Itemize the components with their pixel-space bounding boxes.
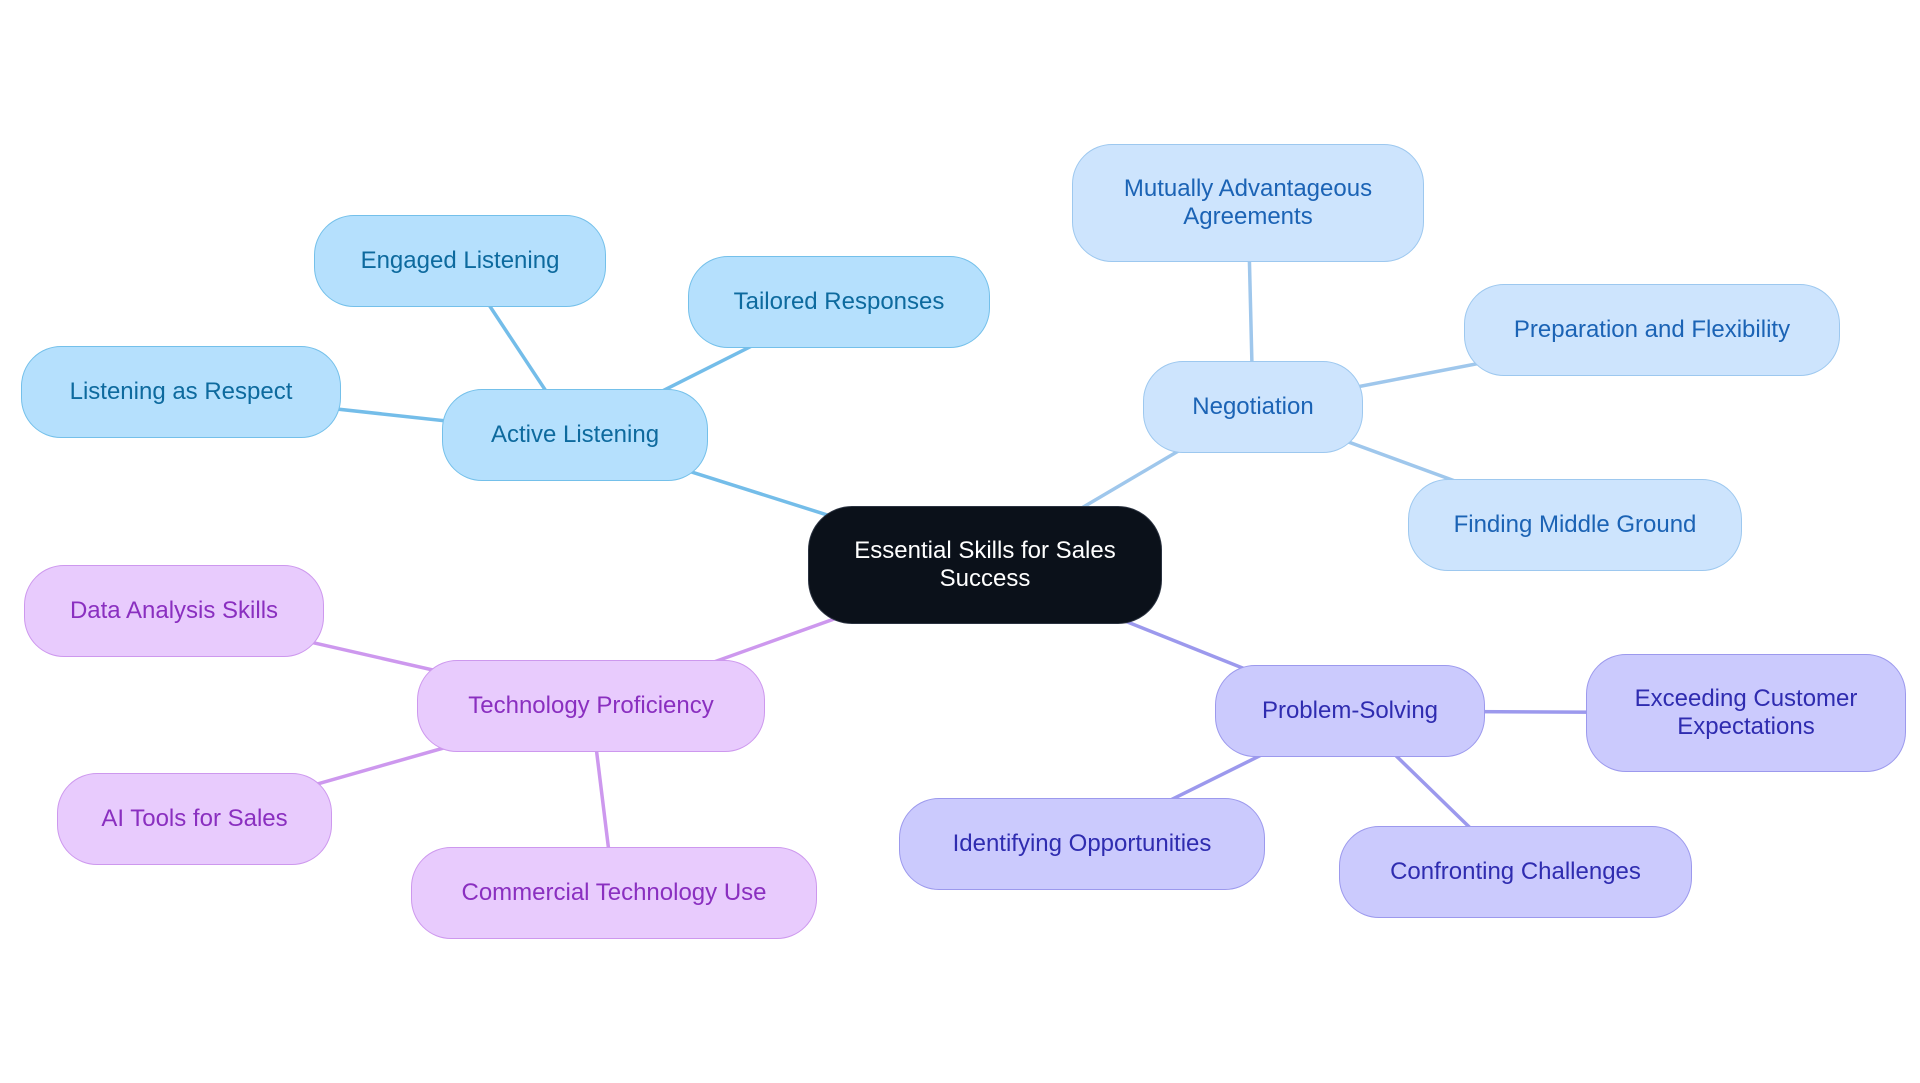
root-node[interactable]: Essential Skills for Sales Success (808, 506, 1162, 624)
leaf-node-finding-middle-ground[interactable]: Finding Middle Ground (1408, 479, 1742, 571)
leaf-node-ai-tools-for-sales[interactable]: AI Tools for Sales (57, 773, 332, 865)
leaf-node-mutually-advantageous-agreements[interactable]: Mutually Advantageous Agreements (1072, 144, 1424, 262)
leaf-node-identifying-opportunities[interactable]: Identifying Opportunities (899, 798, 1265, 890)
leaf-node-confronting-challenges[interactable]: Confronting Challenges (1339, 826, 1692, 918)
branch-node-problem-solving[interactable]: Problem-Solving (1215, 665, 1485, 757)
leaf-node-commercial-technology-use[interactable]: Commercial Technology Use (411, 847, 817, 939)
leaf-node-data-analysis-skills[interactable]: Data Analysis Skills (24, 565, 324, 657)
leaf-node-exceeding-customer-expectations[interactable]: Exceeding Customer Expectations (1586, 654, 1906, 772)
leaf-node-listening-as-respect[interactable]: Listening as Respect (21, 346, 341, 438)
branch-node-active-listening[interactable]: Active Listening (442, 389, 708, 481)
leaf-node-preparation-and-flexibility[interactable]: Preparation and Flexibility (1464, 284, 1840, 376)
leaf-node-engaged-listening[interactable]: Engaged Listening (314, 215, 606, 307)
branch-node-negotiation[interactable]: Negotiation (1143, 361, 1363, 453)
branch-node-technology-proficiency[interactable]: Technology Proficiency (417, 660, 765, 752)
leaf-node-tailored-responses[interactable]: Tailored Responses (688, 256, 990, 348)
